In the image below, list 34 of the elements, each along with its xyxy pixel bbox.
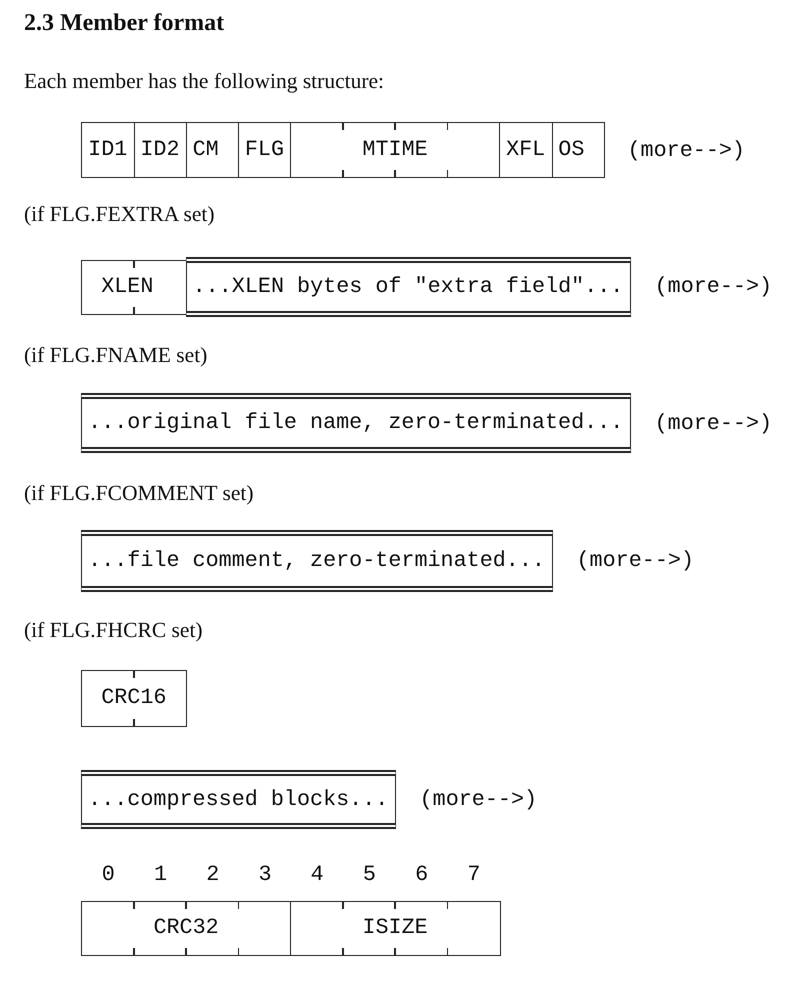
variable-length-field: ...XLEN bytes of "extra field"...: [186, 257, 632, 317]
byte-offset-number: 0: [102, 862, 115, 888]
variable-length-field: ...file comment, zero-terminated...: [81, 530, 554, 592]
byte-offset-number: 5: [362, 862, 376, 888]
variable-length-field: ...original file name, zero-terminated...: [81, 392, 632, 454]
byte-field: OS: [552, 122, 606, 178]
byte-offset-number: 6: [415, 862, 428, 888]
byte-field: XFL: [499, 122, 552, 178]
byte-field: CRC16: [81, 670, 188, 727]
section-title: 2.3 Member format: [24, 9, 224, 37]
byte-offset-number: 1: [154, 862, 168, 888]
continuation-note: (more-->): [654, 410, 772, 437]
byte-field: FLG: [238, 122, 290, 178]
continuation-note: (more-->): [654, 274, 772, 300]
byte-field: ID1: [81, 122, 134, 178]
byte-field: ID2: [134, 122, 186, 178]
byte-offset-number: 2: [206, 862, 220, 888]
condition-note: (if FLG.FHCRC set): [24, 617, 203, 643]
condition-note: (if FLG.FNAME set): [24, 342, 208, 368]
variable-length-field: ...compressed blocks...: [81, 770, 396, 829]
condition-note: (if FLG.FEXTRA set): [24, 201, 215, 227]
intro-text: Each member has the following structure:: [24, 68, 384, 94]
byte-field: XLEN: [81, 260, 186, 315]
byte-field: CRC32: [81, 901, 290, 956]
continuation-note: (more-->): [576, 548, 694, 574]
condition-note: (if FLG.FCOMMENT set): [24, 480, 254, 506]
byte-field: ISIZE: [290, 901, 501, 956]
continuation-note: (more-->): [628, 138, 745, 164]
byte-offset-number: 3: [258, 862, 272, 888]
byte-offset-number: 7: [467, 862, 480, 888]
byte-field: CM: [186, 122, 238, 178]
byte-field: MTIME: [290, 122, 500, 178]
continuation-note: (more-->): [420, 787, 538, 813]
byte-offset-number: 4: [310, 862, 324, 888]
